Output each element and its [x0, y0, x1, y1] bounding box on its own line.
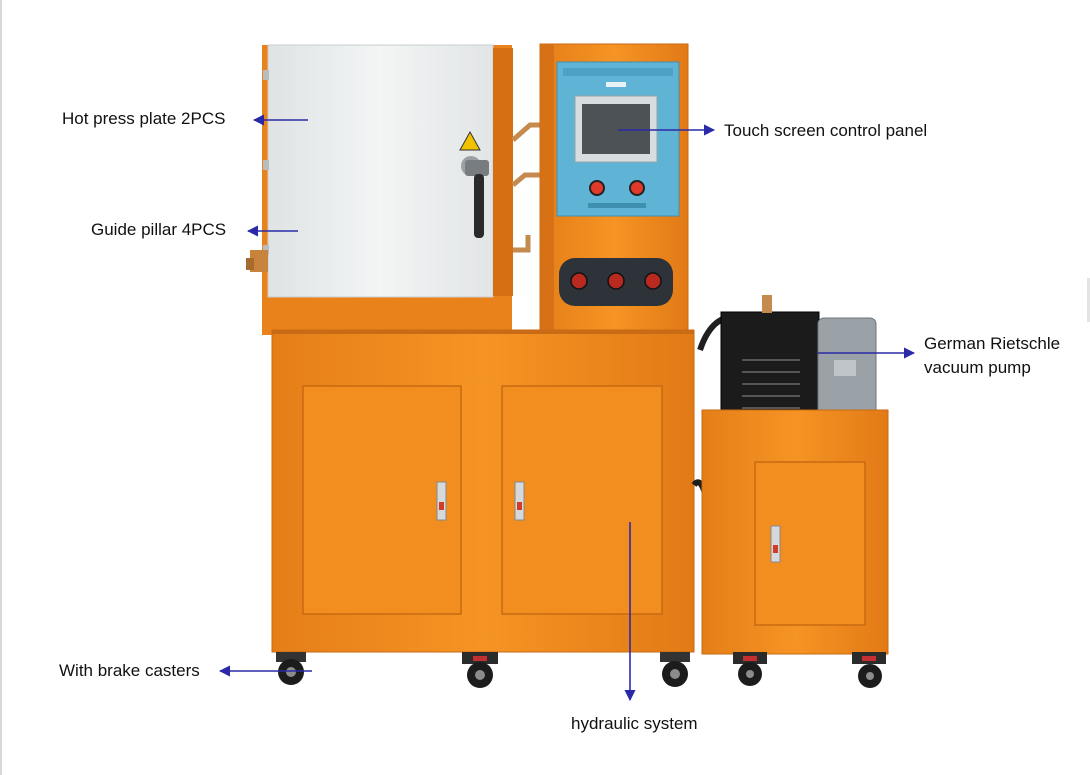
annotation-arrows: [218, 114, 916, 702]
panel-header-strip: [563, 68, 673, 76]
label-hot-press-plate: Hot press plate 2PCS: [62, 109, 226, 128]
label-guide-pillar: Guide pillar 4PCS: [91, 220, 227, 239]
label-touch-screen: Touch screen control panel: [724, 121, 928, 140]
panel-buttons: [588, 180, 646, 208]
label-brake-casters: With brake casters: [59, 661, 200, 680]
left-latch-indicator: [439, 502, 444, 510]
pump-door-latch: [770, 525, 781, 563]
left-fitting: [246, 250, 268, 272]
right-edge-mark: [1087, 278, 1090, 322]
pump-latch-indicator: [773, 545, 778, 553]
control-cabinet-side: [540, 44, 554, 334]
vacuum-chamber-door: [267, 44, 494, 298]
pump-casters: [733, 652, 886, 688]
label-vacuum-pump-line2: vacuum pump: [924, 358, 1031, 377]
panel-badge: [606, 82, 626, 87]
right-latch-indicator: [517, 502, 522, 510]
right-door-latch: [514, 481, 525, 521]
selector-knobs: [570, 272, 662, 290]
right-cabinet-door: [501, 385, 663, 615]
pump-fitting: [762, 295, 772, 313]
main-casters: [276, 652, 690, 688]
left-door-latch: [436, 481, 447, 521]
door-handle-icon: [461, 156, 489, 238]
pump-motor-label: [834, 360, 856, 376]
touch-screen: [582, 104, 650, 154]
left-cabinet-door: [302, 385, 462, 615]
label-vacuum-pump-line1: German Rietschle: [924, 334, 1061, 353]
lower-cabinet-top: [272, 330, 694, 334]
chamber-side: [493, 48, 513, 296]
left-edge-line: [0, 0, 2, 775]
label-hydraulic-system: hydraulic system: [571, 714, 698, 733]
warning-sticker: [459, 130, 481, 151]
pump-vents: [742, 359, 800, 409]
